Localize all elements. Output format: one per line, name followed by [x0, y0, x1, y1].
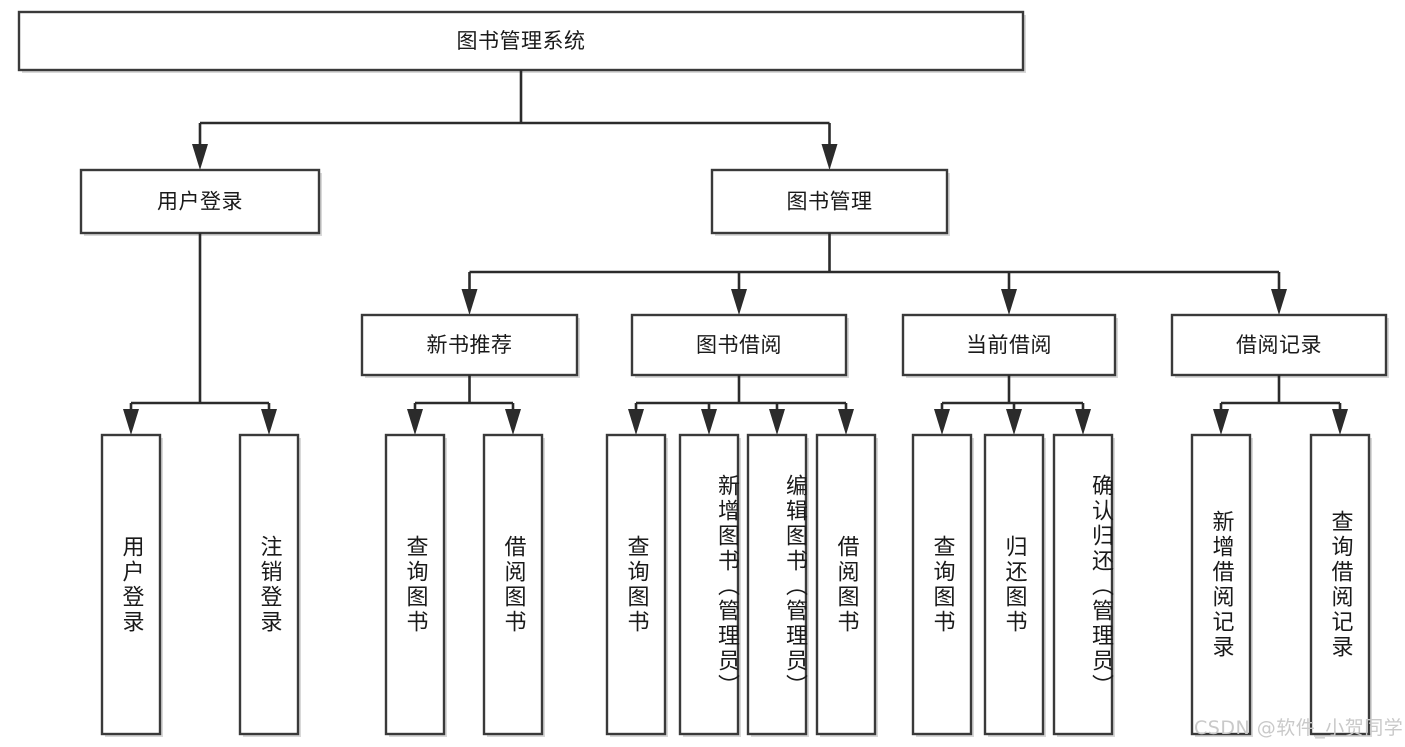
node-leaf-6[interactable] [748, 435, 806, 734]
node-leaf-11[interactable] [1190, 433, 1252, 736]
node-leaf-3[interactable] [482, 433, 544, 736]
node-leaf-9[interactable] [985, 435, 1043, 734]
node-level3-0[interactable] [360, 313, 579, 377]
connector-leaf-5-head [701, 409, 717, 435]
node-leaf-8[interactable] [911, 433, 973, 736]
node-level3-3[interactable] [1170, 313, 1388, 377]
connector-leaf-1-head [261, 409, 277, 435]
node-level2-1[interactable] [710, 168, 949, 235]
node-leaf-2[interactable] [384, 433, 446, 736]
node-leaf-0[interactable] [100, 433, 162, 736]
node-level3-1-label: 图书借阅 [696, 333, 782, 357]
node-leaf-12[interactable] [1311, 435, 1369, 734]
node-level2-1-label: 图书管理 [787, 190, 873, 214]
node-leaf-11[interactable] [1192, 435, 1250, 734]
node-leaf-4[interactable] [605, 433, 667, 736]
node-level3-2[interactable] [901, 313, 1117, 377]
connector-leaf-8-head [934, 409, 950, 435]
node-leaf-12[interactable] [1309, 433, 1371, 736]
node-leaf-3[interactable] [484, 435, 542, 734]
connector-leaf-6-head [769, 409, 785, 435]
node-leaf-7[interactable] [815, 433, 877, 736]
connector-leaf-2-head [407, 409, 423, 435]
node-leaf-2[interactable] [386, 435, 444, 734]
node-leaf-1[interactable] [240, 435, 298, 734]
connector-level3-0-head [461, 289, 478, 315]
node-root-label: 图书管理系统 [457, 29, 586, 53]
connector-leaf-12-head [1332, 409, 1348, 435]
node-leaf-8[interactable] [913, 435, 971, 734]
connector-leaf-9-head [1006, 409, 1022, 435]
node-leaf-1[interactable] [238, 433, 300, 736]
connector-leaf-4-head [628, 409, 644, 435]
node-level2-0-label: 用户登录 [157, 190, 243, 214]
node-leaf-9[interactable] [983, 433, 1045, 736]
connector-leaf-11-head [1213, 409, 1229, 435]
connector-leaf-3-head [505, 409, 521, 435]
node-root[interactable] [17, 10, 1025, 72]
connector-level2-0-head [192, 144, 208, 170]
watermark-text: CSDN @软件_小贺同学 [1194, 717, 1404, 739]
node-level3-1[interactable] [630, 313, 848, 377]
node-leaf-4[interactable] [607, 435, 665, 734]
connector-level2-1-head [821, 144, 838, 170]
connector-level3-3-head [1271, 289, 1287, 315]
node-leaf-10[interactable] [1052, 433, 1114, 736]
node-level3-0-label: 新书推荐 [427, 333, 513, 357]
node-level3-2-label: 当前借阅 [966, 333, 1052, 357]
node-leaf-5[interactable] [680, 435, 738, 734]
node-leaf-10[interactable] [1054, 435, 1112, 734]
connector-leaf-10-head [1075, 409, 1091, 435]
connector-level3-2-head [1001, 289, 1017, 315]
connector-leaf-0-head [123, 409, 139, 435]
node-leaf-5[interactable] [678, 433, 740, 736]
connector-level3-1-head [731, 289, 747, 315]
node-leaf-7[interactable] [817, 435, 875, 734]
node-leaf-0[interactable] [102, 435, 160, 734]
node-level3-3-label: 借阅记录 [1236, 333, 1322, 357]
connector-leaf-7-head [838, 409, 854, 435]
node-leaf-6[interactable] [746, 433, 808, 736]
